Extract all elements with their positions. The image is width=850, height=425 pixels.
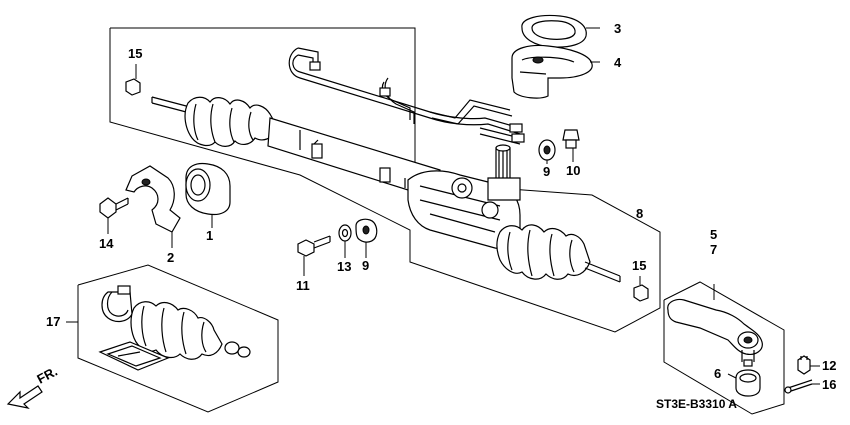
callout-1: 1: [206, 228, 213, 243]
part-16-cotter-pin: [784, 379, 820, 394]
callout-8: 8: [636, 206, 643, 221]
part-9-bushing-upper: [538, 139, 556, 164]
part-15-nut-right: [633, 276, 649, 302]
part-12-castle-nut: [797, 355, 820, 375]
diagram-code: ST3E-B3310 A: [656, 397, 737, 411]
callout-17: 17: [46, 314, 60, 329]
tie-rod-end-outline: [663, 281, 785, 415]
callout-labels: 1 2 3 4 5 6 7 8 9 9 10 11 12 13 14 15 15…: [46, 21, 836, 392]
callout-9-upper: 9: [543, 164, 550, 179]
part-10-bolt: [562, 129, 580, 162]
main-assembly-outline: [109, 27, 661, 333]
steering-rack-housing: [151, 96, 621, 283]
callout-7: 7: [710, 242, 717, 257]
hydraulic-lines: [288, 47, 525, 145]
callout-10: 10: [566, 163, 580, 178]
part-4-mount-bracket: [511, 44, 600, 99]
callout-11: 11: [296, 278, 310, 293]
part-14-bolt: [99, 197, 129, 234]
part-11-bolt: [297, 235, 331, 276]
part-5-7-tie-rod-end: [667, 284, 763, 367]
part-13-washer: [338, 224, 352, 258]
front-direction-arrow: FR.: [6, 364, 60, 409]
callout-15-right: 15: [632, 258, 646, 273]
part-17-boot-kit: [66, 285, 251, 371]
callout-5: 5: [710, 227, 717, 242]
boot-kit-outline: [77, 264, 279, 413]
direction-label: FR.: [34, 364, 60, 387]
callout-12: 12: [822, 358, 836, 373]
callout-16: 16: [822, 377, 836, 392]
part-6-ball-joint-boot: [727, 369, 761, 397]
callout-4: 4: [614, 55, 622, 70]
part-1-rack-bushing: [185, 162, 231, 228]
callout-6: 6: [714, 366, 721, 381]
callout-9-lower: 9: [362, 258, 369, 273]
part-9-bushing-lower: [355, 218, 378, 258]
part-2-clamp-bracket: [125, 165, 181, 248]
callout-15-left: 15: [128, 46, 142, 61]
part-15-nut-left: [125, 64, 141, 96]
part-3-mount-cover: [521, 14, 600, 48]
callout-2: 2: [167, 250, 174, 265]
callout-3: 3: [614, 21, 621, 36]
callout-13: 13: [337, 259, 351, 274]
callout-14: 14: [99, 236, 114, 251]
